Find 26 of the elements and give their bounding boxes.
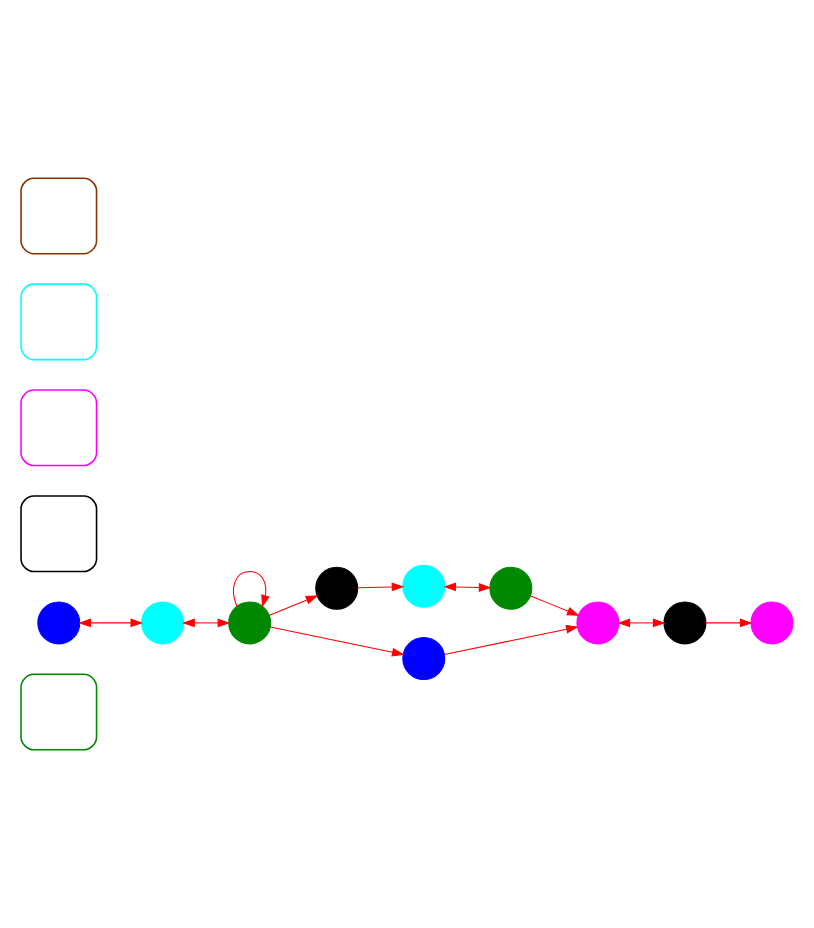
node-box: [20, 389, 98, 467]
arrow: [617, 618, 666, 628]
node-box: [20, 673, 98, 751]
arrow: [530, 595, 580, 616]
node-circle: [402, 564, 446, 608]
arrow: [444, 624, 579, 655]
node-circle: [37, 601, 81, 645]
arrow: [182, 618, 231, 628]
node-circle: [315, 566, 359, 610]
arrow: [269, 626, 405, 657]
arrow: [357, 582, 405, 592]
node-box: [20, 283, 98, 361]
arrow: [233, 570, 270, 608]
node-circle: [663, 601, 707, 645]
node-circle: [402, 637, 446, 681]
arrow: [269, 595, 319, 616]
arrow: [443, 582, 492, 592]
node-circle: [750, 601, 794, 645]
node-circle: [141, 601, 185, 645]
node-circle: [576, 601, 620, 645]
node-circle: [489, 566, 533, 610]
arrow: [705, 618, 753, 628]
node-circle: [228, 601, 272, 645]
node-box: [20, 495, 98, 573]
arrow: [78, 618, 144, 628]
node-box: [20, 177, 98, 255]
